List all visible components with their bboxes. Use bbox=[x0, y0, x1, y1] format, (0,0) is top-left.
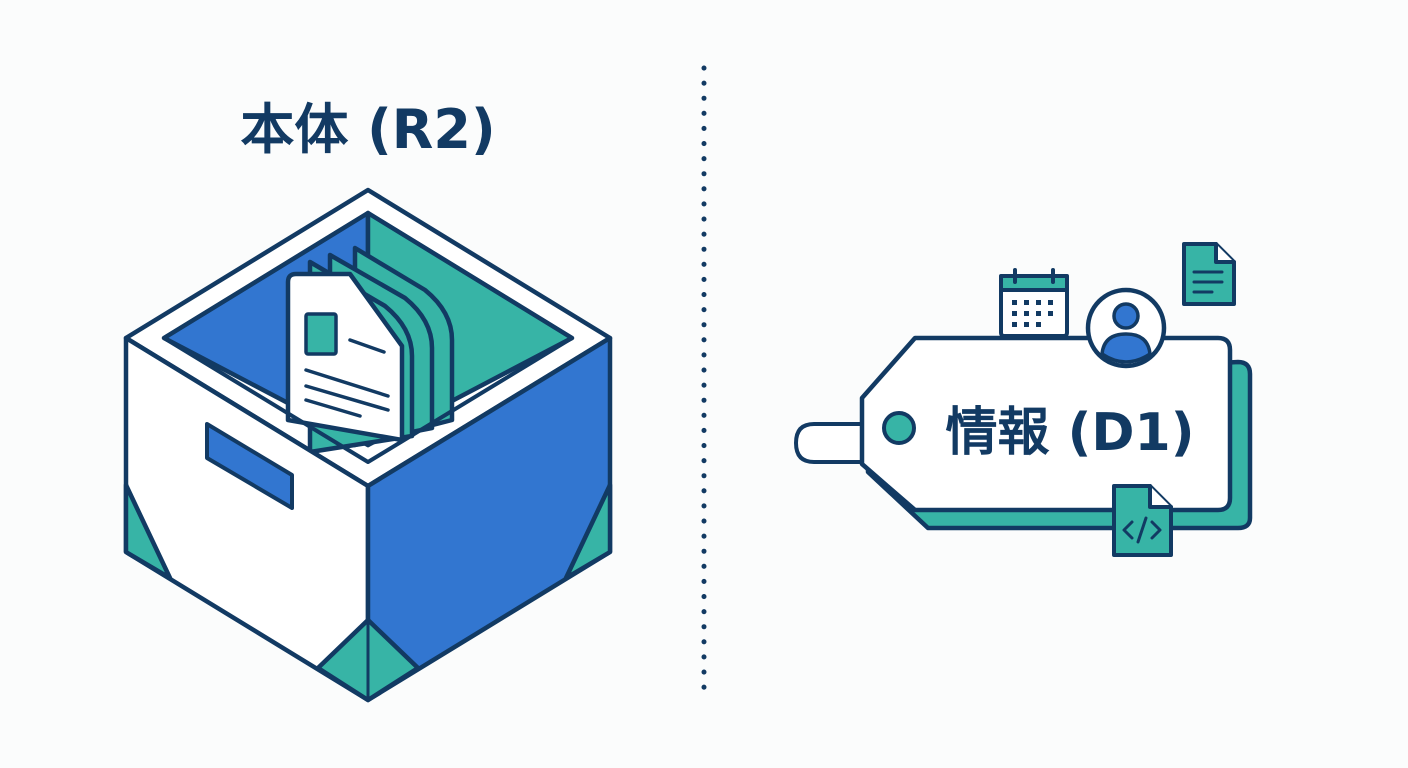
tag-hole bbox=[882, 411, 916, 445]
calendar-icon bbox=[999, 268, 1069, 338]
code-file-icon bbox=[1112, 484, 1173, 557]
box-title: 本体 (R2) bbox=[240, 98, 495, 161]
document-icon bbox=[285, 271, 405, 443]
file-icon bbox=[1182, 242, 1236, 306]
tag-icon bbox=[794, 335, 1253, 531]
tag-label: 情報 (D1) bbox=[946, 403, 1195, 463]
user-avatar-icon bbox=[1085, 287, 1167, 369]
storage-box-icon bbox=[123, 187, 613, 703]
